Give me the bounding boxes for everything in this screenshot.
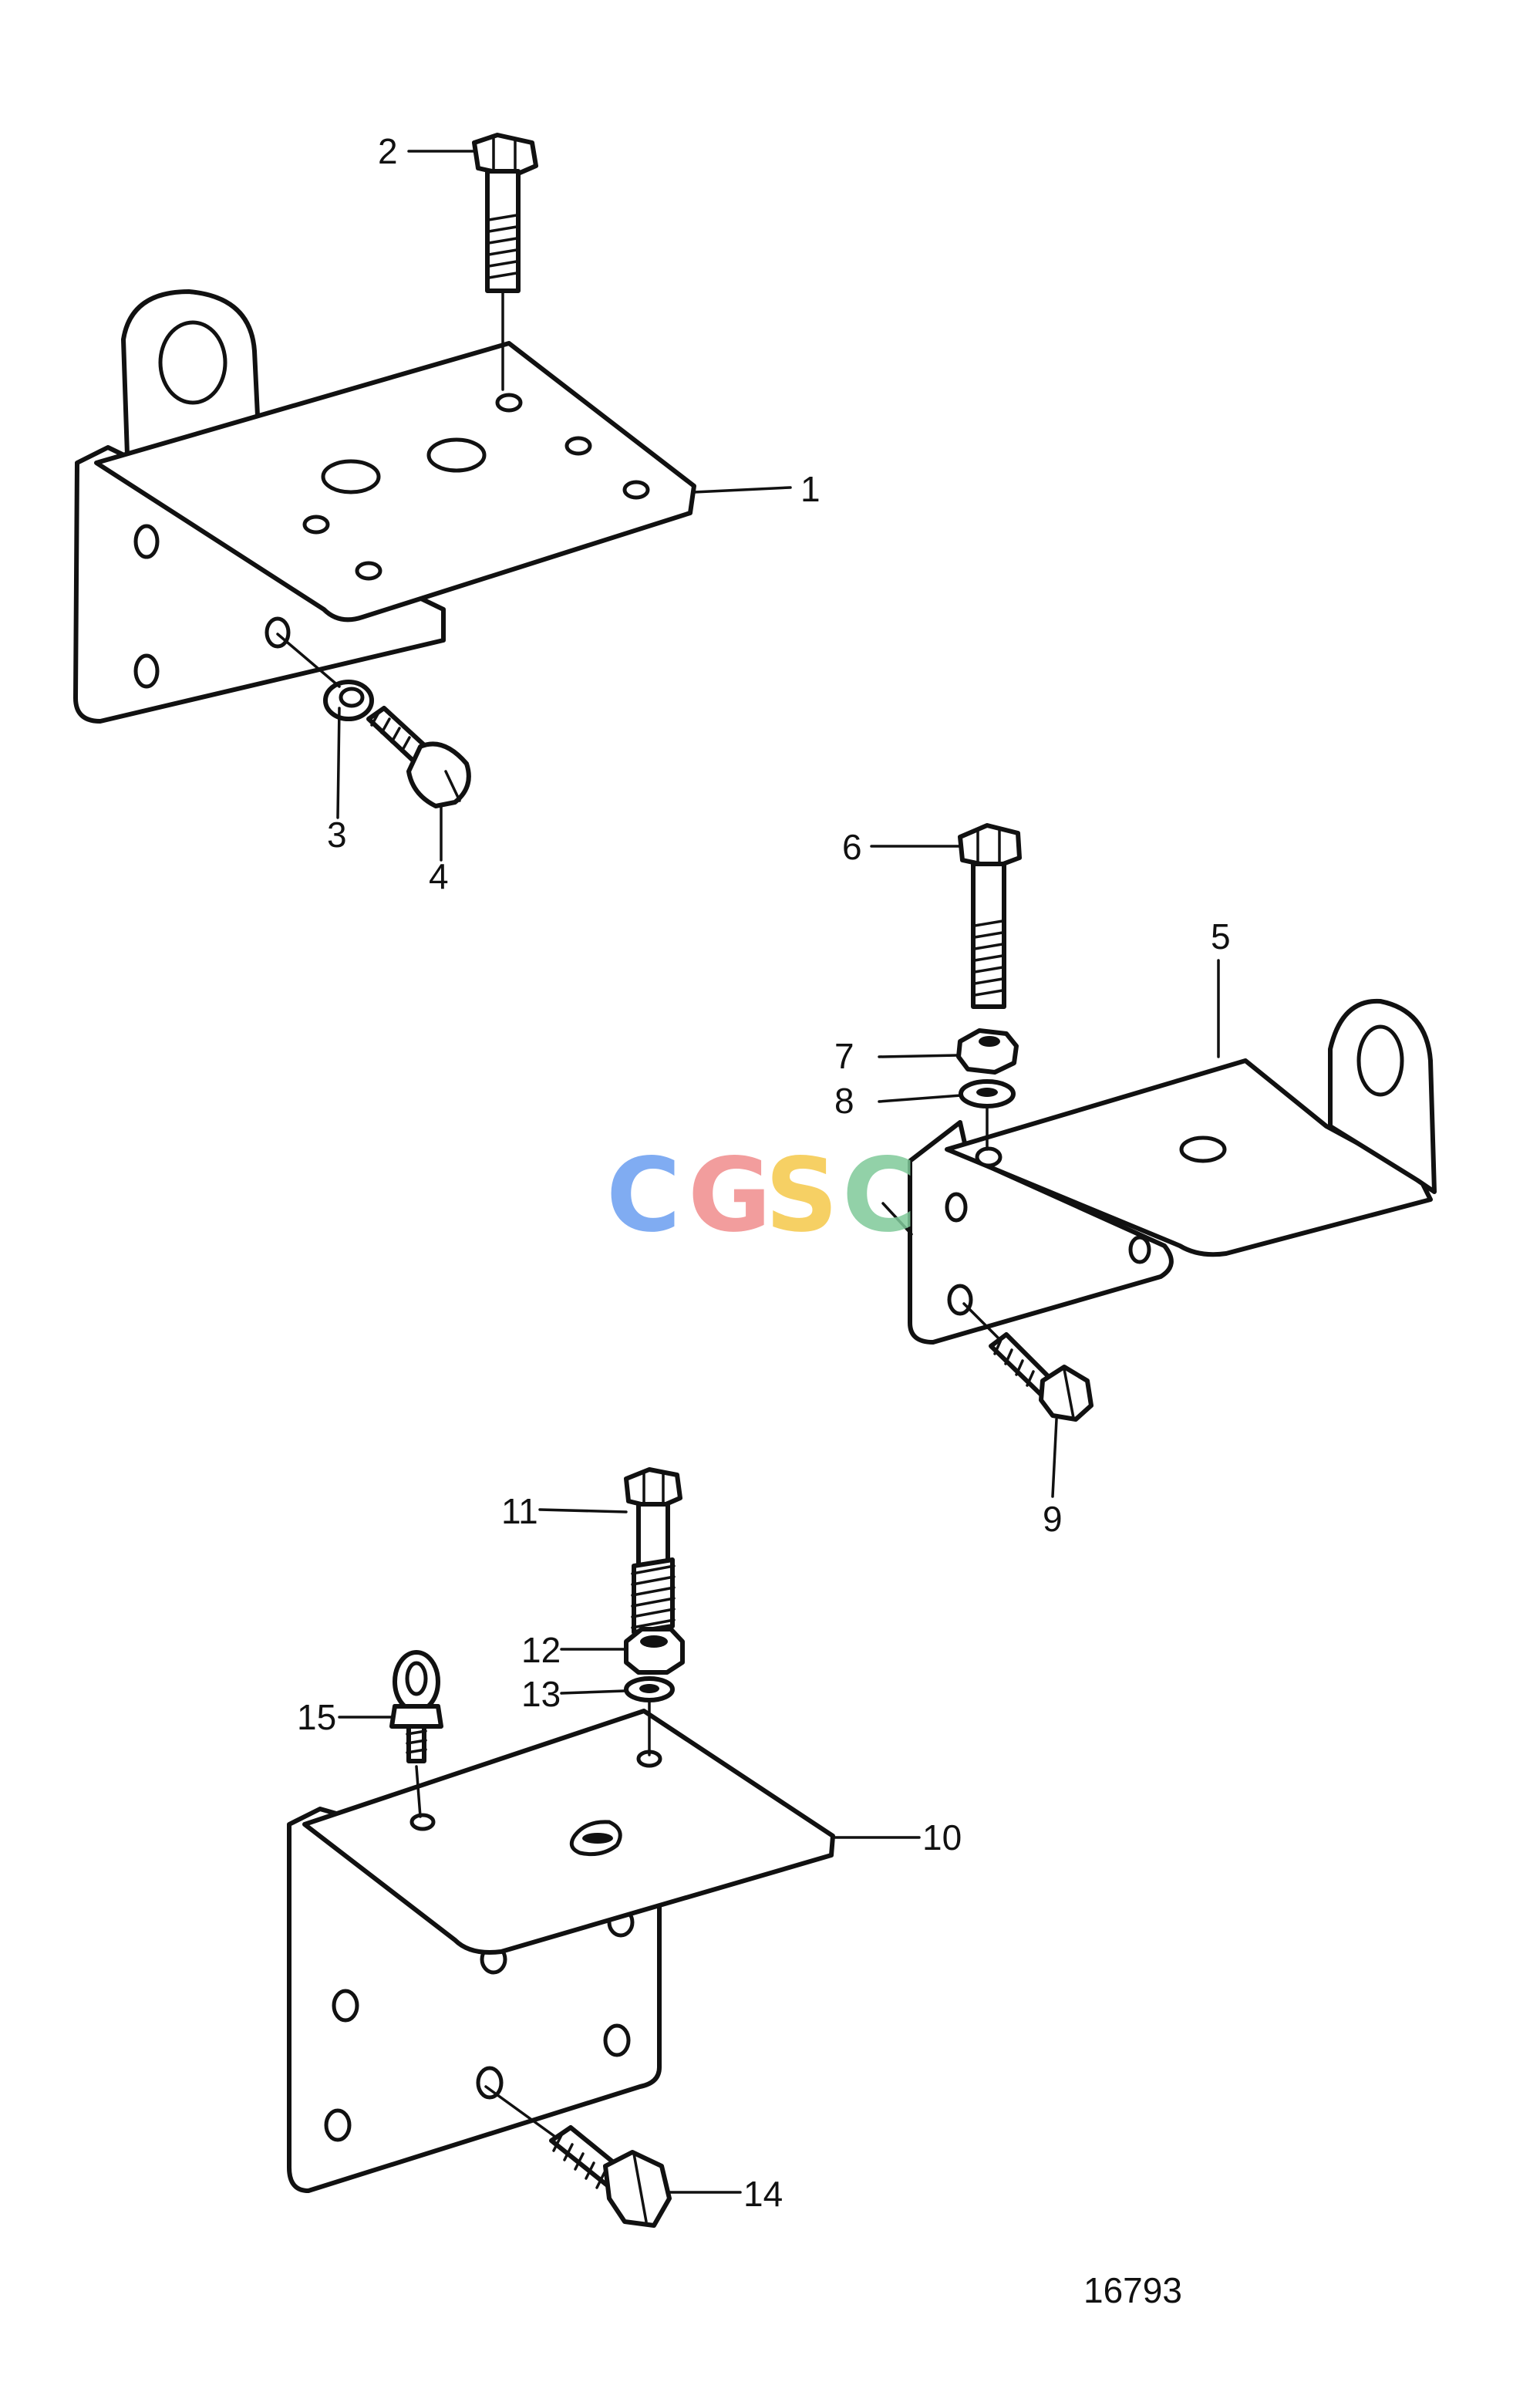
bracket-3-top-plate xyxy=(302,1709,835,1955)
bracket-assembly-2 xyxy=(870,823,1437,1498)
nut-7 xyxy=(956,1028,1019,1075)
callout-13: 13 xyxy=(521,1674,561,1714)
bolt-14 xyxy=(484,2085,672,2228)
callout-8: 8 xyxy=(834,1081,854,1121)
callout-14: 14 xyxy=(743,2174,783,2214)
bracket-1-vertical-flange xyxy=(73,445,446,724)
callout-15: 15 xyxy=(297,1697,336,1737)
washer-3 xyxy=(276,633,374,721)
callout-6: 6 xyxy=(842,827,862,867)
callout-10: 10 xyxy=(922,1817,962,1858)
watermark-logo: C G S C xyxy=(606,1136,917,1255)
callout-4: 4 xyxy=(429,856,449,896)
bolt-2 xyxy=(472,133,538,391)
bracket-1-top-plate xyxy=(94,341,696,623)
figure-number: 16793 xyxy=(1083,2270,1182,2310)
callout-5: 5 xyxy=(1211,916,1231,957)
callout-1: 1 xyxy=(800,469,821,509)
callout-labels: 1 2 3 4 5 6 7 8 9 10 11 12 13 14 15 xyxy=(297,131,1231,2214)
nut-12 xyxy=(624,1627,685,1675)
callout-3: 3 xyxy=(327,815,347,855)
bolt-6 xyxy=(958,823,1022,1009)
callout-2: 2 xyxy=(378,131,398,171)
watermark-letter-1: C xyxy=(606,1136,681,1255)
bracket-assembly-3 xyxy=(287,1467,921,2228)
callout-7: 7 xyxy=(834,1036,854,1076)
bracket-2-vertical-flange xyxy=(908,1120,1174,1345)
watermark-letter-2: G xyxy=(688,1136,771,1255)
eye-bolt-15 xyxy=(389,1650,443,1818)
watermark-letter-3: S xyxy=(765,1136,838,1255)
bolt-4 xyxy=(366,706,471,808)
callout-9: 9 xyxy=(1043,1499,1063,1539)
bracket-assembly-1 xyxy=(73,133,792,862)
bracket-2-lug xyxy=(1328,998,1437,1194)
callout-11: 11 xyxy=(501,1491,538,1531)
bolt-11 xyxy=(624,1467,682,1635)
washer-8 xyxy=(959,1079,1016,1151)
watermark-letter-4: C xyxy=(842,1136,917,1255)
callout-12: 12 xyxy=(521,1630,561,1670)
washer-13 xyxy=(624,1676,675,1756)
bolt-9 xyxy=(962,1302,1094,1422)
